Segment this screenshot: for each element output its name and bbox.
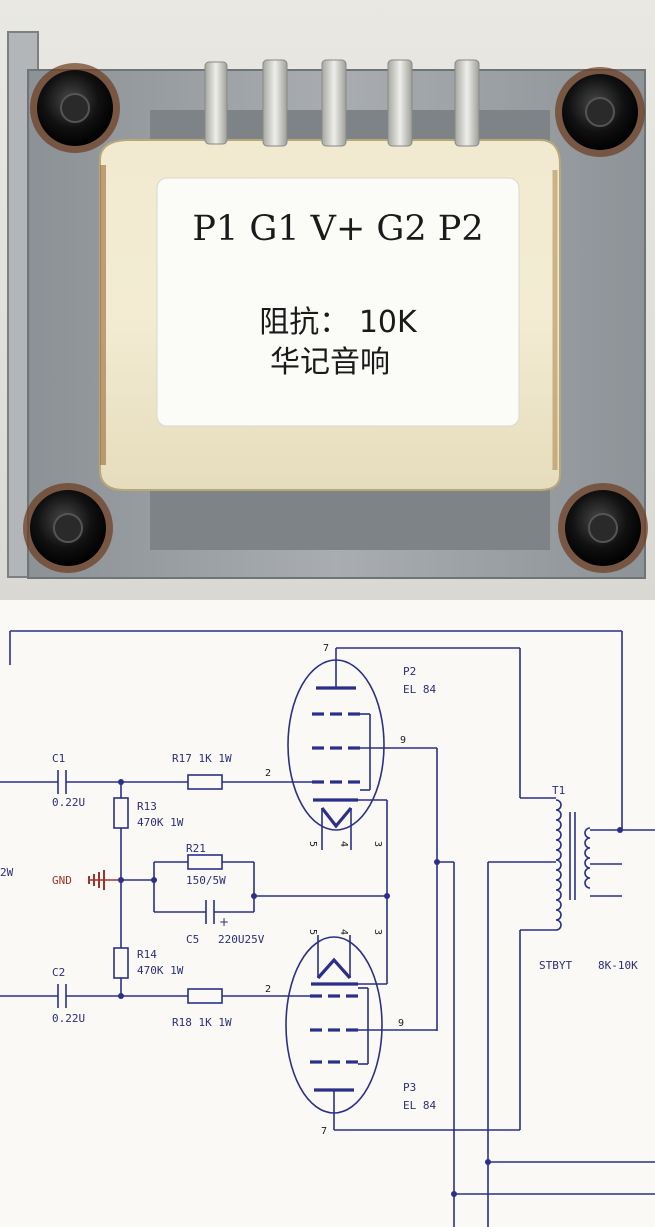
- output-transformer-t1: [487, 648, 655, 1227]
- svg-text:+: +: [219, 915, 229, 929]
- p3-type: EL 84: [403, 1099, 436, 1112]
- p3-pin4: 4: [338, 929, 349, 935]
- c1-capacitor: [0, 770, 188, 794]
- p2-pin5: 5: [307, 841, 318, 847]
- tube-p3: [222, 935, 520, 1131]
- c1-name: C1: [52, 752, 65, 765]
- c2-name: C2: [52, 966, 65, 979]
- p2-type: EL 84: [403, 683, 436, 696]
- junction-dot: [451, 1191, 457, 1197]
- r21-resistor: [153, 854, 255, 912]
- r18-label: R18 1K 1W: [172, 1016, 232, 1029]
- r21-name: R21: [186, 842, 206, 855]
- junction-dot: [617, 827, 623, 833]
- p3-pin3: 3: [372, 929, 383, 935]
- c2-value: 0.22U: [52, 1012, 85, 1025]
- label-impedance: 阻抗： 10K: [259, 305, 418, 340]
- t1-name: T1: [552, 784, 565, 797]
- r17-label: R17 1K 1W: [172, 752, 232, 765]
- p3-name: P3: [403, 1081, 416, 1094]
- edge-label: 2W: [0, 866, 14, 879]
- c5-name: C5: [186, 933, 199, 946]
- amplifier-schematic: P2 EL 84 7 9 2 5 4 3 P3 EL 84 5 4 3 2 9: [0, 600, 655, 1227]
- p3-pin5: 5: [307, 929, 318, 935]
- p2-pin4: 4: [338, 841, 349, 847]
- bottom-bus: [437, 861, 655, 1227]
- tube-p2: [222, 647, 520, 1031]
- c1-value: 0.22U: [52, 796, 85, 809]
- t1-impedance: 8K-10K: [598, 959, 638, 972]
- gnd-label: GND: [52, 874, 72, 887]
- r21-value: 150/5W: [186, 874, 226, 887]
- junction-dot: [485, 1159, 491, 1165]
- p2-pin2: 2: [265, 768, 271, 779]
- p2-pin3: 3: [372, 841, 383, 847]
- r17-resistor: [187, 774, 223, 790]
- p2-name: P2: [403, 665, 416, 678]
- p3-pin2: 2: [265, 984, 271, 995]
- junction-dot: [384, 893, 390, 899]
- r13-value: 470K 1W: [137, 816, 184, 829]
- transformer-label: [156, 177, 520, 427]
- p3-pin9: 9: [398, 1018, 404, 1029]
- corner-nuts: [23, 63, 648, 573]
- r14-value: 470K 1W: [137, 964, 184, 977]
- p3-pin7: 7: [321, 1126, 327, 1137]
- ground-symbol: [88, 870, 121, 890]
- solder-pins: [204, 59, 480, 147]
- c2-capacitor: [0, 984, 188, 1008]
- p2-pin9: 9: [400, 735, 406, 746]
- p2-pin7: 7: [323, 643, 329, 654]
- t1-model: STBYT: [539, 959, 572, 972]
- schematic-border: [9, 630, 623, 830]
- r18-resistor: [187, 988, 223, 1004]
- label-brand: 华记音响: [270, 345, 390, 380]
- c5-value: 220U25V: [218, 933, 265, 946]
- r13-resistor: [113, 782, 129, 948]
- r14-name: R14: [137, 948, 157, 961]
- c5-capacitor: +: [154, 900, 254, 929]
- label-pin-names: P1 G1 V+ G2 P2: [192, 209, 483, 249]
- r13-name: R13: [137, 800, 157, 813]
- transformer-photo: P1 G1 V+ G2 P2 阻抗： 10K 华记音响: [0, 0, 655, 608]
